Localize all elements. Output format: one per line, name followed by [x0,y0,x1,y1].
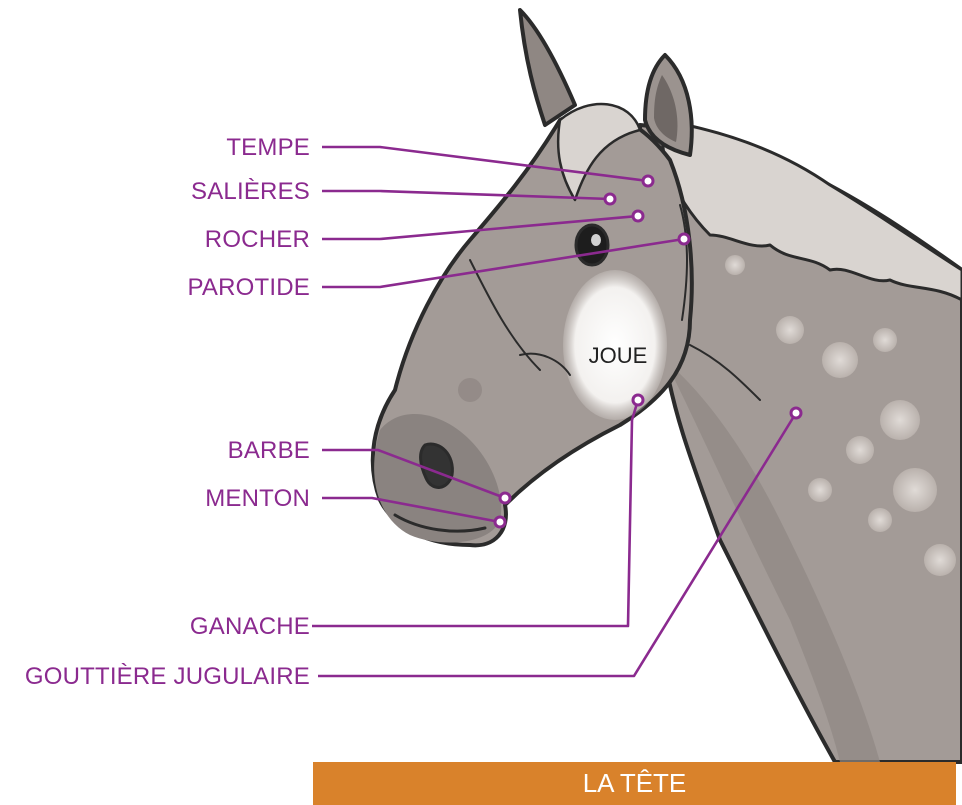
horse-eye [576,225,608,265]
label-menton: MENTON [205,485,310,512]
label-ganache: GANACHE [190,613,310,640]
title-banner: LA TÊTE [313,762,956,805]
label-gouttiere-jugulaire: GOUTTIÈRE JUGULAIRE [25,663,310,690]
label-joue: JOUE [589,343,648,368]
label-tempe: TEMPE [226,134,310,161]
label-barbe: BARBE [228,437,310,464]
banner-title: LA TÊTE [583,768,687,799]
label-salieres: SALIÈRES [191,178,310,205]
dot-rocher [633,211,643,221]
dot-parotide [679,234,689,244]
dot-ganache [633,395,643,405]
dot-barbe [500,493,510,503]
horse-ear-left [520,10,575,125]
dot-gouttiere-jugulaire [791,408,801,418]
label-rocher: ROCHER [205,226,310,253]
dot-tempe [643,176,653,186]
label-parotide: PAROTIDE [187,274,310,301]
dot-menton [495,517,505,527]
dot-salieres [605,194,615,204]
